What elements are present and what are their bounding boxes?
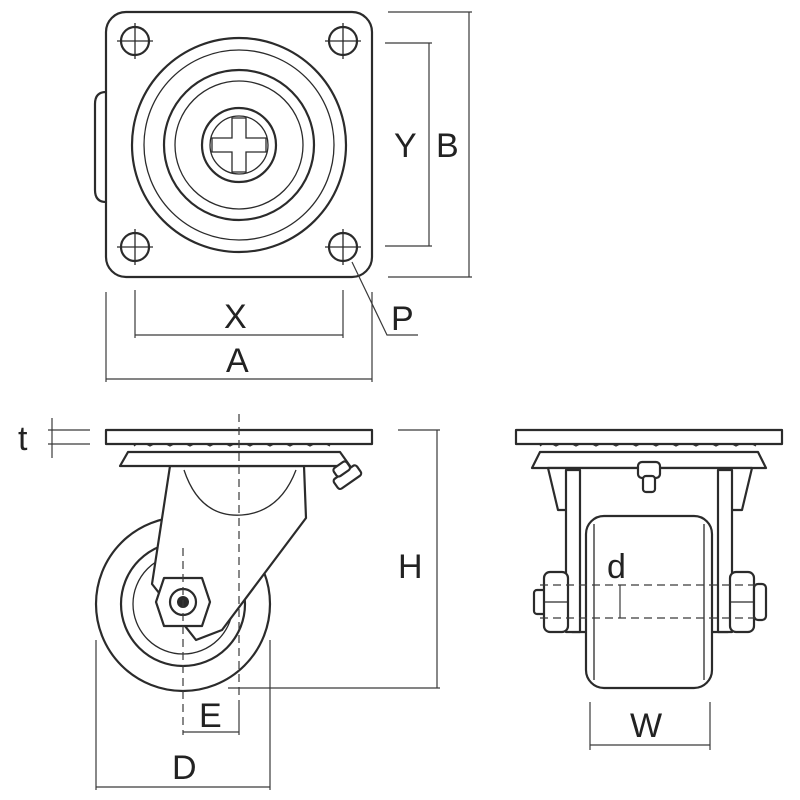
dimension-lines-side (48, 414, 440, 790)
label-B: B (436, 127, 459, 165)
dimension-lines-front (540, 584, 760, 750)
front-view (514, 428, 784, 690)
center-cross-icon (211, 117, 267, 173)
dimension-lines-top (105, 11, 472, 382)
label-P: P (391, 300, 414, 338)
front-fork-leg-left (564, 468, 582, 634)
race-ring-2 (143, 49, 335, 241)
axle-end-cap (752, 582, 768, 622)
grease-nipple (332, 460, 363, 491)
outer-race-ring (130, 36, 348, 254)
label-E: E (199, 697, 222, 735)
front-grease-nipple (636, 460, 662, 494)
front-fork-leg-right (716, 468, 734, 634)
top-view (93, 10, 374, 279)
label-H: H (398, 548, 423, 586)
front-swivel-housing (530, 450, 768, 470)
swivel-housing (118, 450, 352, 468)
fork-leg-contour (183, 469, 297, 516)
label-W: W (630, 707, 662, 745)
center-nut-inner (209, 115, 269, 175)
label-Y: Y (394, 127, 417, 165)
label-X: X (224, 298, 247, 336)
center-nut-ring (200, 106, 278, 184)
label-d: d (607, 548, 626, 586)
race-ring-3 (162, 68, 316, 222)
top-plate-outline (104, 10, 374, 279)
bolt-hole-top-right (325, 23, 361, 59)
side-view (94, 428, 374, 693)
top-view-side-bump (93, 90, 108, 204)
race-ring-4 (174, 80, 304, 210)
label-D: D (172, 749, 197, 787)
front-wheel (584, 514, 714, 690)
label-A: A (226, 342, 249, 380)
label-t: t (18, 420, 28, 458)
bolt-hole-top-left (117, 23, 153, 59)
front-top-plate (514, 428, 784, 446)
bolt-hole-bottom-left (117, 229, 153, 265)
bolt-hole-bottom-right (325, 229, 361, 265)
